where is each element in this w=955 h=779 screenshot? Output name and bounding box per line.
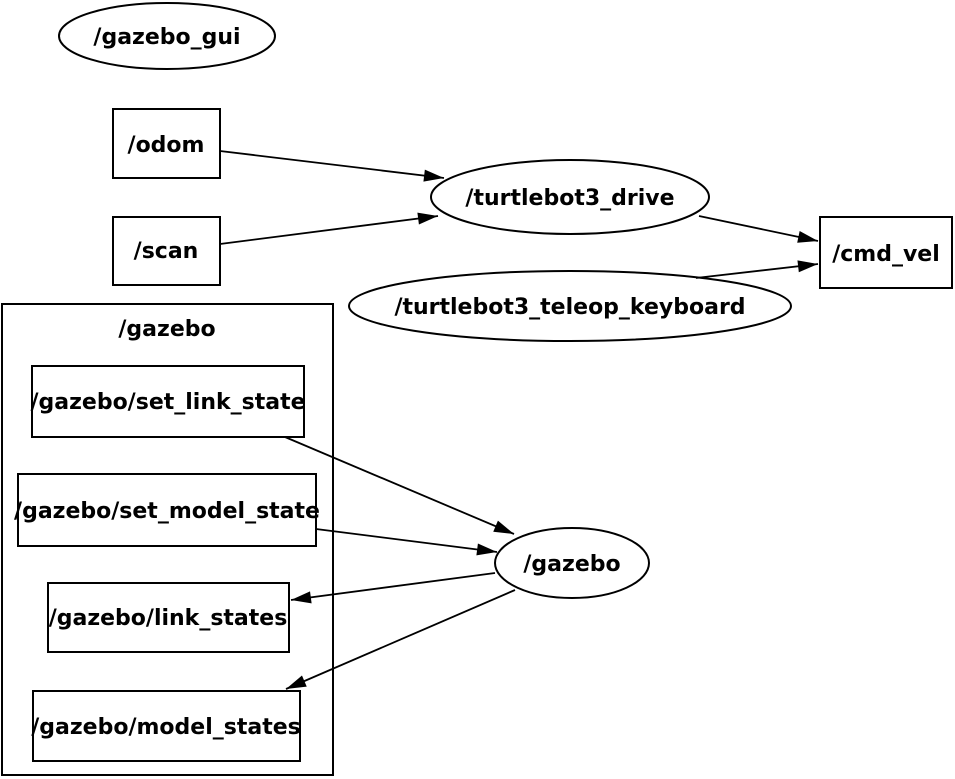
node-turtlebot3-drive-label: /turtlebot3_drive [465,186,674,211]
node-gazebo-gui: /gazebo_gui [58,2,276,70]
topic-odom-label: /odom [128,133,205,158]
node-turtlebot3-drive: /turtlebot3_drive [430,159,710,235]
topic-gazebo-model-states-shape [32,690,301,762]
topic-cmd-vel: /cmd_vel [819,216,953,289]
edge-gazebo-to-link-states [290,572,496,604]
node-gazebo-shape [494,527,650,599]
topic-gazebo-link-states-shape [47,582,290,653]
node-gazebo-label: /gazebo [523,552,620,577]
edge-turtlebot3-drive-to-cmd-vel [698,215,819,243]
topic-gazebo-set-model-state-label: /gazebo/set_model_state [14,499,320,524]
edge-odom-to-turtlebot3-drive [219,150,445,182]
edge-turtlebot3-teleop-keyboard-to-cmd-vel [695,260,819,279]
node-gazebo-gui-shape [58,2,276,70]
node-turtlebot3-drive-shape [430,159,710,235]
topic-gazebo-set-link-state: /gazebo/set_link_state [30,365,306,438]
topic-gazebo-link-states-label: /gazebo/link_states [49,606,288,631]
topic-scan: /scan [112,216,221,286]
topic-gazebo-set-link-state-label: /gazebo/set_link_state [30,390,305,415]
node-turtlebot3-teleop-keyboard: /turtlebot3_teleop_keyboard [348,270,792,342]
cluster-gazebo: /gazebo [1,303,334,776]
topic-gazebo-model-states-label: /gazebo/model_states [31,715,301,740]
node-gazebo: /gazebo [494,527,650,599]
topic-gazebo-model-states: /gazebo/model_states [31,690,301,762]
topic-scan-label: /scan [134,239,199,264]
node-gazebo-gui-label: /gazebo_gui [93,25,240,50]
edge-set-link-state-to-gazebo [284,436,515,535]
edge-set-model-state-to-gazebo [315,528,498,556]
node-turtlebot3-teleop-keyboard-label: /turtlebot3_teleop_keyboard [394,295,745,320]
topic-cmd-vel-shape [819,216,953,289]
edge-scan-to-turtlebot3-drive [219,212,439,245]
topic-gazebo-set-model-state-shape [17,473,317,547]
cluster-gazebo-label: /gazebo [118,317,215,342]
topic-gazebo-link-states: /gazebo/link_states [47,582,290,653]
node-turtlebot3-teleop-keyboard-shape [348,270,792,342]
topic-scan-shape [112,216,221,286]
topic-cmd-vel-label: /cmd_vel [832,242,940,267]
topic-odom: /odom [112,108,221,179]
topic-gazebo-set-model-state: /gazebo/set_model_state [14,473,320,547]
topic-odom-shape [112,108,221,179]
edge-gazebo-to-model-states [285,589,516,690]
edges [219,150,819,690]
cluster-gazebo-border [1,303,334,776]
topic-gazebo-set-link-state-shape [31,365,305,438]
